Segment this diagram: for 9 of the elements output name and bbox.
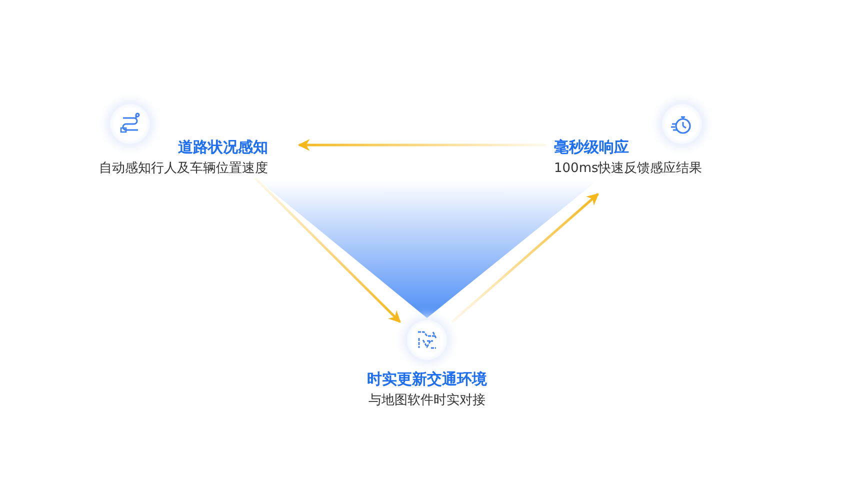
node-title: 时实更新交通环境 bbox=[366, 370, 488, 389]
node-title: 道路状况感知 bbox=[178, 138, 268, 157]
node-title: 毫秒级响应 bbox=[554, 138, 629, 157]
node-description: 与地图软件时实对接 bbox=[368, 392, 486, 409]
node-description: 自动感知行人及车辆位置速度 bbox=[99, 160, 268, 177]
node-description: 100ms快速反馈感应结果 bbox=[554, 160, 702, 177]
arrow bbox=[254, 177, 401, 323]
arrow bbox=[451, 193, 599, 323]
arrow bbox=[298, 139, 546, 151]
